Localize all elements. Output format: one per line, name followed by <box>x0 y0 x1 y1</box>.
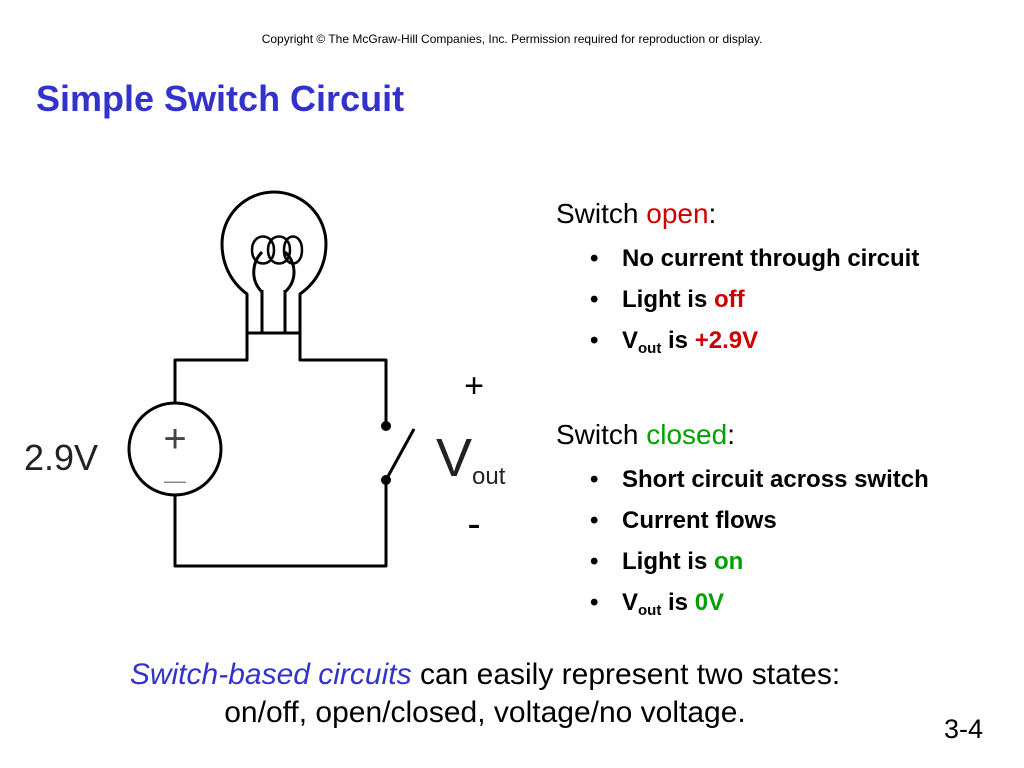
source-minus-sign: — <box>164 468 186 493</box>
footer-emphasis: Switch-based circuits <box>129 658 412 691</box>
page-number: 3-4 <box>944 714 984 744</box>
list-item: •Light is off <box>590 286 745 313</box>
switch-closed-heading: Switch closed: <box>556 419 735 450</box>
open-state-word: open <box>646 198 709 229</box>
switch-closed-section: Switch closed: •Short circuit across swi… <box>556 417 929 631</box>
footer-line-1: Switch-based circuits can easily represe… <box>129 658 841 691</box>
voltage-source-icon: + — <box>127 401 223 497</box>
switch-icon <box>381 421 416 485</box>
light-bulb-icon <box>220 190 328 335</box>
footer-line-2: on/off, open/closed, voltage/no voltage. <box>224 696 746 729</box>
vout-subscript: out <box>472 463 506 490</box>
switch-open-heading: Switch open: <box>556 198 717 229</box>
list-item: •Vout is +2.9V <box>590 327 759 357</box>
closed-state-word: closed <box>646 419 728 450</box>
vout-main-letter: V <box>436 428 472 488</box>
list-item: •Current flows <box>590 507 777 534</box>
footer-statement: Switch-based circuits can easily represe… <box>0 656 970 732</box>
switch-open-section: Switch open: •No current through circuit… <box>556 196 919 369</box>
circuit-wire-left <box>173 331 249 406</box>
copyright-notice: Copyright © The McGraw-Hill Companies, I… <box>261 32 763 46</box>
vout-minus-sign: - <box>467 502 480 546</box>
slide-title: Simple Switch Circuit <box>36 78 405 119</box>
source-voltage-label: 2.9V <box>24 437 98 478</box>
list-item: •Vout is 0V <box>590 589 725 619</box>
list-item: •Light is on <box>590 548 744 575</box>
list-item: •No current through circuit <box>590 245 920 272</box>
source-plus-sign: + <box>163 417 186 461</box>
vout-label: Vout <box>436 428 506 490</box>
list-item: •Short circuit across switch <box>590 466 929 493</box>
circuit-wire-bottom <box>173 478 388 568</box>
vout-plus-sign: + <box>464 367 484 405</box>
circuit-wire-right <box>298 331 388 428</box>
